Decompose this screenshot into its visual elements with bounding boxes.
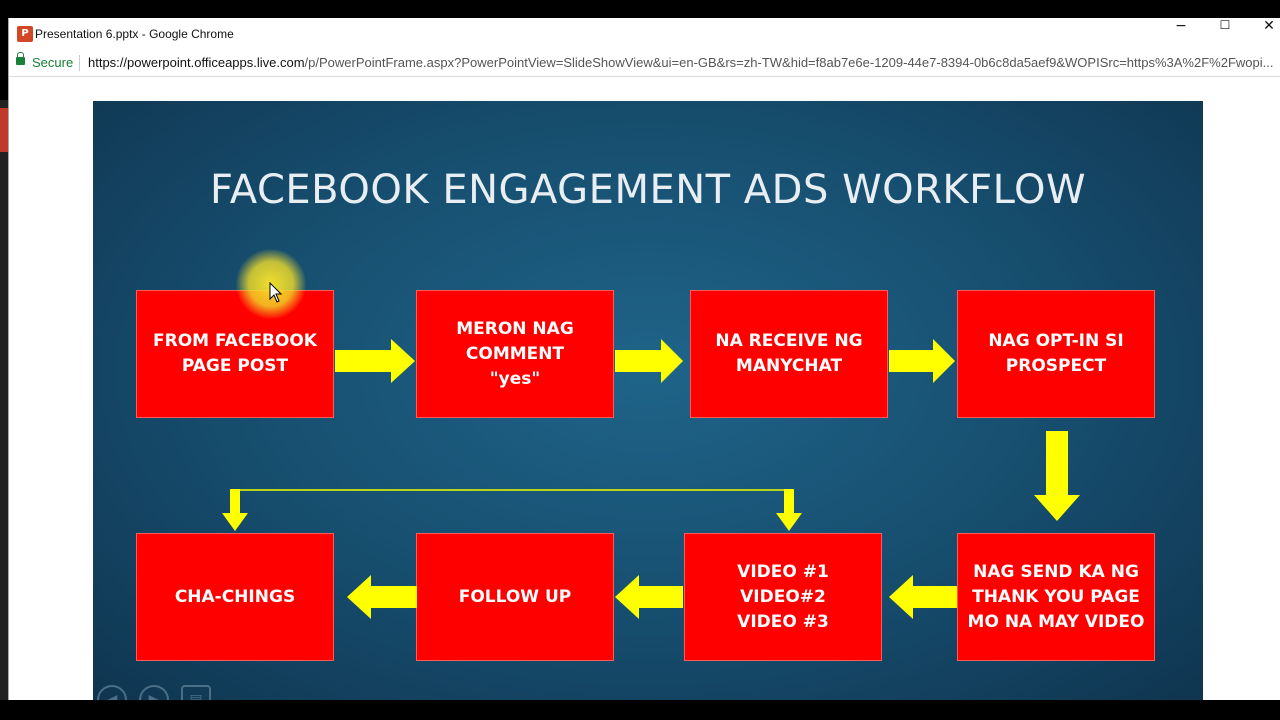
url-path: /p/PowerPointFrame.aspx?PowerPointView=S…	[304, 55, 1274, 70]
arrow-right-icon	[335, 339, 415, 383]
arrow-right-icon	[615, 339, 683, 383]
step-box-cha-chings: CHA-CHINGS	[136, 533, 334, 661]
edge-marker	[0, 108, 8, 152]
step-box-opt-in: NAG OPT-IN SI PROSPECT	[957, 290, 1155, 418]
slide-menu-button[interactable]: ▤	[181, 685, 211, 700]
separator	[79, 55, 80, 71]
step-box-videos: VIDEO #1 VIDEO#2 VIDEO #3	[684, 533, 882, 661]
step-box-thank-you-page: NAG SEND KA NG THANK YOU PAGE MO NA MAY …	[957, 533, 1155, 661]
step-box-comment: MERON NAG COMMENT "yes"	[416, 290, 614, 418]
connector-line	[234, 489, 788, 491]
powerpoint-icon: P	[17, 26, 33, 42]
mouse-cursor-icon	[269, 282, 283, 303]
step-box-manychat: NA RECEIVE NG MANYCHAT	[690, 290, 888, 418]
minimize-button[interactable]: −	[1175, 18, 1187, 34]
arrow-down-icon	[1034, 431, 1080, 521]
arrow-right-icon	[889, 339, 955, 383]
lock-icon	[16, 52, 25, 65]
slide-title: FACEBOOK ENGAGEMENT ADS WORKFLOW	[209, 167, 1087, 213]
next-slide-button[interactable]: ▶	[139, 685, 169, 700]
arrow-left-icon	[889, 575, 957, 619]
secure-label[interactable]: Secure	[32, 55, 74, 70]
arrow-down-icon	[776, 489, 802, 531]
left-edge-strip	[0, 100, 8, 700]
url-host: https://powerpoint.officeapps.live.com	[88, 55, 305, 70]
arrow-left-icon	[347, 575, 417, 619]
close-button[interactable]: ✕	[1263, 18, 1275, 34]
maximize-button[interactable]: ☐	[1219, 18, 1231, 32]
step-box-facebook-post: FROM FACEBOOK PAGE POST	[136, 290, 334, 418]
bottom-black-bar	[0, 700, 1280, 720]
step-box-follow-up: FOLLOW UP	[416, 533, 614, 661]
previous-slide-button[interactable]: ◀	[97, 685, 127, 700]
window-title: Presentation 6.pptx - Google Chrome	[35, 27, 234, 41]
arrow-left-icon	[615, 575, 683, 619]
url-field[interactable]: https://powerpoint.officeapps.live.com/p…	[88, 55, 1278, 70]
title-bar: P Presentation 6.pptx - Google Chrome − …	[9, 18, 1280, 50]
address-bar[interactable]: Secure https://powerpoint.officeapps.liv…	[9, 50, 1280, 77]
slide[interactable]: FACEBOOK ENGAGEMENT ADS WORKFLOW FROM FA…	[93, 101, 1203, 700]
arrow-down-icon	[222, 489, 248, 531]
top-black-bar	[0, 0, 1280, 18]
